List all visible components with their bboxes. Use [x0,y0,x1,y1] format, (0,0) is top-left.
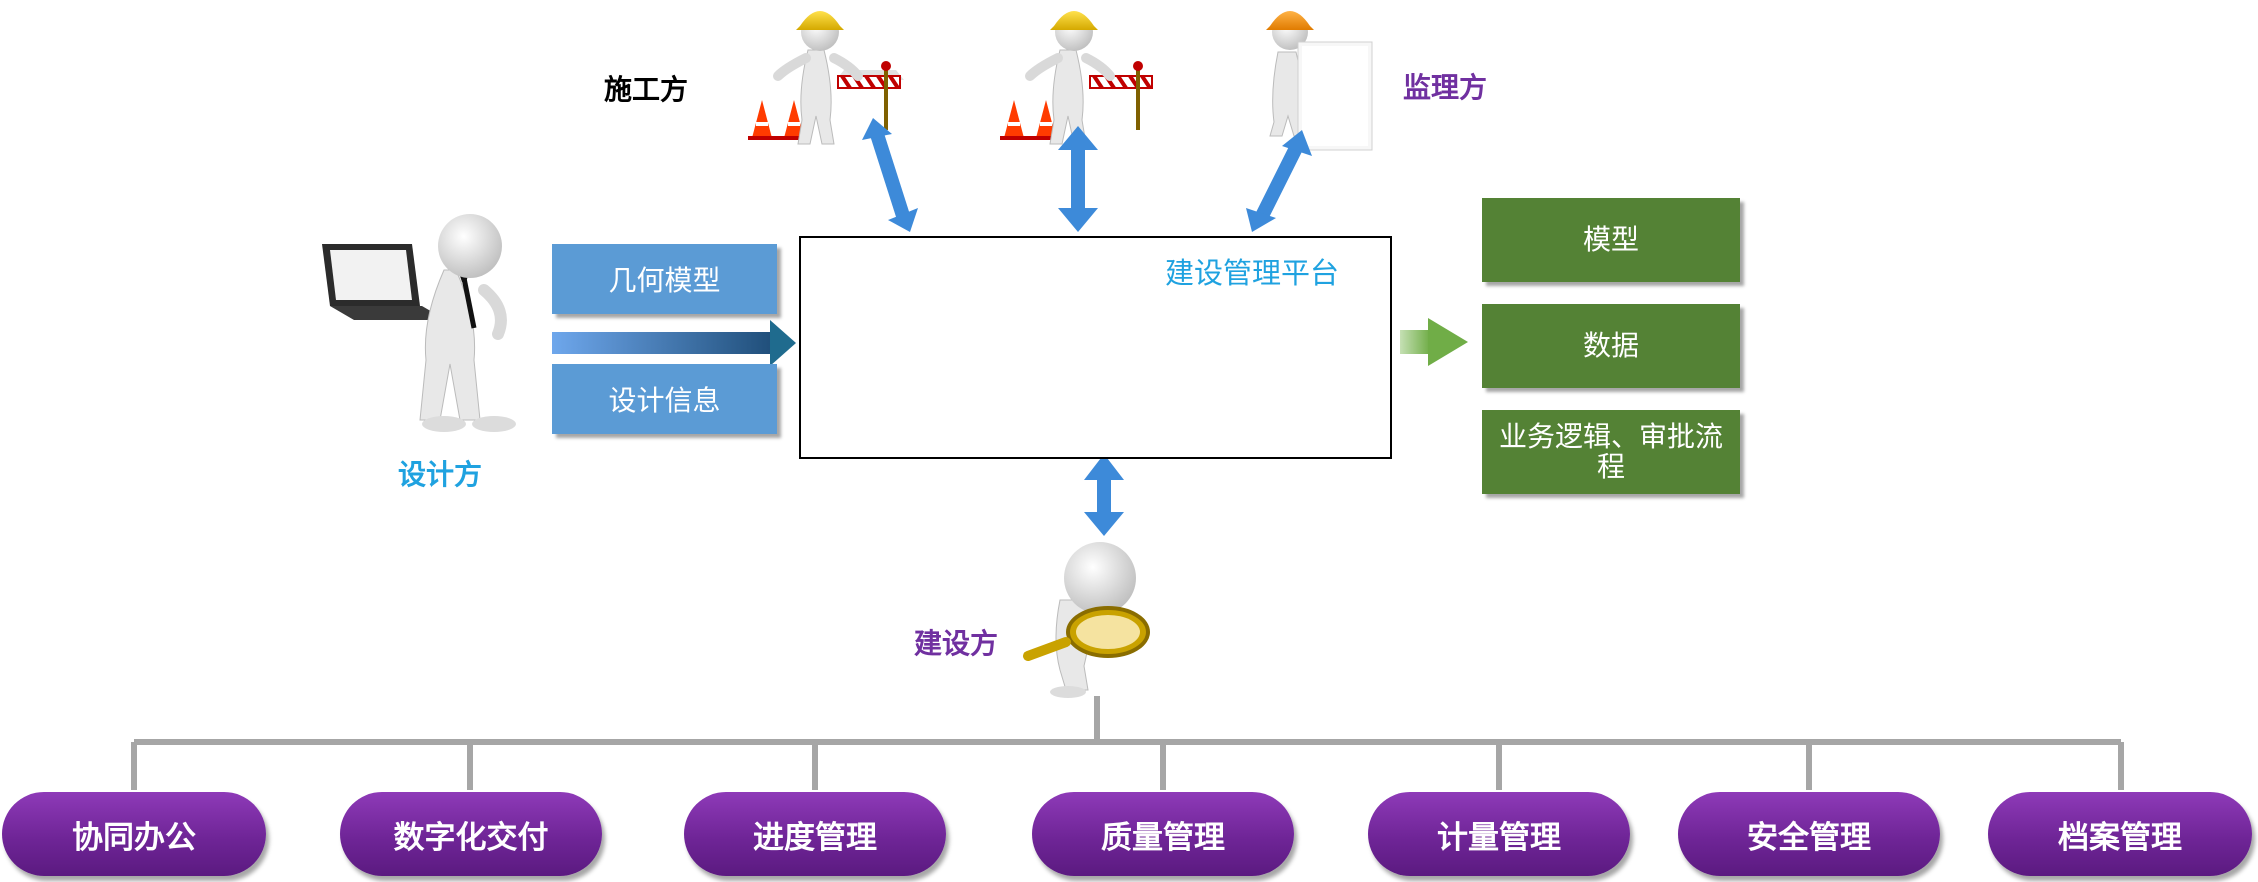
module-safety-management: 安全管理 [1678,792,1940,876]
module-measurement-management: 计量管理 [1368,792,1630,876]
construction-link-arrow-1 [862,118,918,232]
owner-figure [1023,542,1150,698]
design-input-design-info: 设计信息 [552,364,777,434]
management-platform-box [799,236,1392,459]
construction-worker-figure-1 [748,11,904,145]
output-data: 数据 [1482,304,1740,388]
design-role-label: 设计方 [398,458,483,491]
module-collaborative-office: 协同办公 [2,792,266,876]
module-digital-delivery: 数字化交付 [340,792,602,876]
module-progress-management: 进度管理 [684,792,946,876]
module-quality-management: 质量管理 [1032,792,1294,876]
module-archive-management: 档案管理 [1988,792,2252,876]
design-input-geometry-model: 几何模型 [552,244,777,314]
construction-worker-figure-2 [1000,11,1153,145]
output-business-logic: 业务逻辑、审批流程 [1482,410,1740,494]
designer-figure [322,214,516,432]
output-model: 模型 [1482,198,1740,282]
supervision-link-arrow [1246,130,1312,232]
output-arrow [1400,318,1468,366]
platform-title: 建设管理平台 [1165,256,1340,290]
construction-link-arrow-2 [1058,126,1098,232]
supervisor-figure [1266,11,1373,151]
module-connector [131,696,2124,790]
construction-role-label: 施工方 [604,73,689,106]
owner-role-label: 建设方 [914,627,999,660]
design-flow-arrow [552,320,796,366]
supervision-role-label: 监理方 [1403,71,1488,104]
owner-link-arrow [1084,454,1124,536]
